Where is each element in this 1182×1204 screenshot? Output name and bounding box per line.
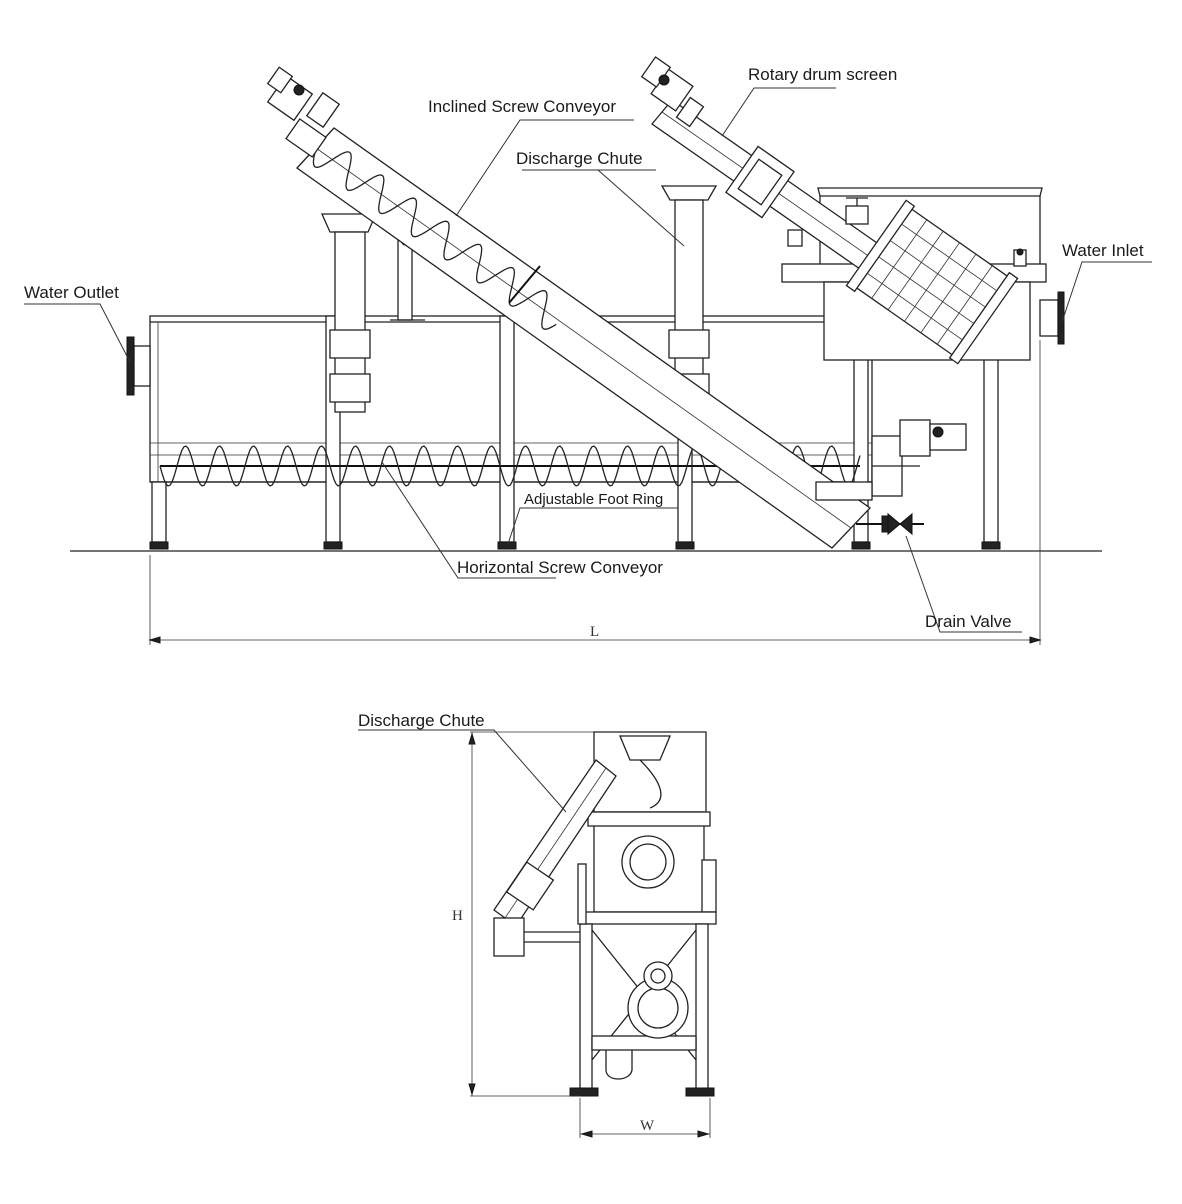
label-water-outlet: Water Outlet [24, 283, 119, 302]
rotary-drum-assembly [640, 56, 1047, 365]
leader-lines [24, 87, 1152, 633]
label-horizontal-screw-conveyor: Horizontal Screw Conveyor [457, 558, 663, 577]
drum-screen [845, 199, 1019, 365]
label-adjustable-foot-ring: Adjustable Foot Ring [524, 491, 663, 508]
dimension-width: W [579, 1098, 711, 1138]
label-discharge-chute-top: Discharge Chute [516, 149, 643, 168]
dimension-height: H [452, 731, 594, 1097]
inclined-screw-conveyor [266, 66, 871, 549]
label-discharge-chute-bottom: Discharge Chute [358, 711, 485, 730]
water-inlet-flange [1039, 291, 1065, 345]
label-inclined-screw-conveyor: Inclined Screw Conveyor [428, 97, 616, 116]
length-label: L [590, 624, 599, 640]
support-column-left [320, 213, 425, 413]
drain-valve [856, 512, 924, 536]
water-outlet-flange [126, 336, 151, 396]
label-water-inlet: Water Inlet [1062, 241, 1144, 260]
dimension-length: L [148, 340, 1042, 645]
height-label: H [452, 908, 463, 924]
label-drain-valve: Drain Valve [925, 612, 1012, 631]
side-view: L Rotary drum screen Inclined Screw Conv… [24, 56, 1152, 645]
end-view: H W Discharge Chute [358, 711, 717, 1138]
label-rotary-drum-screen: Rotary drum screen [748, 65, 897, 84]
width-label: W [640, 1118, 655, 1134]
horizontal-screw-motor [815, 419, 967, 501]
inclined-conveyor-motor [266, 66, 341, 158]
